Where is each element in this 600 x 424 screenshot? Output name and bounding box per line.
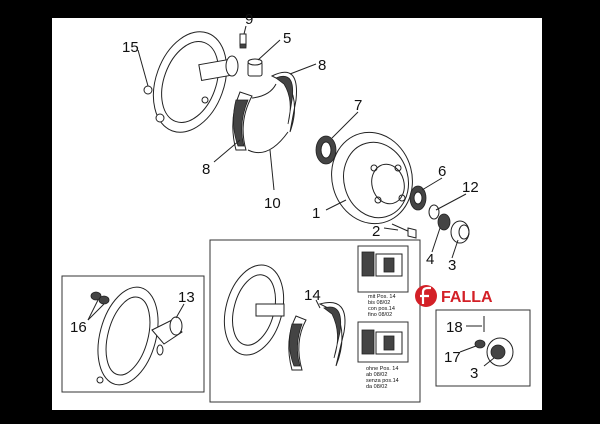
nut-17: [474, 339, 486, 349]
bolt-2: [391, 223, 417, 239]
backing-plate-top: [143, 31, 239, 133]
falla-logo: FALLA: [415, 285, 493, 307]
backing-plate-center: [223, 264, 285, 356]
svg-text:fino 08/02: fino 08/02: [368, 312, 392, 318]
hub-cap-3: [450, 220, 470, 244]
detail-box-center: [209, 239, 421, 403]
brake-shoe-lower-8: [232, 83, 289, 154]
falla-logo-text: FALLA: [441, 289, 493, 306]
callout-8-upper: 8: [318, 57, 326, 74]
callout-4: 4: [426, 251, 434, 268]
callout-9: 9: [245, 11, 253, 28]
svg-text:da 08/02: da 08/02: [366, 384, 387, 390]
inset-without-pos-14: [357, 321, 409, 363]
callout-14: 14: [304, 287, 321, 304]
svg-text:ohne Pos. 14: ohne Pos. 14: [366, 366, 398, 372]
wheel-cylinder-5: [247, 58, 263, 77]
svg-text:con pos.14: con pos.14: [368, 306, 395, 312]
note-with-pos-14: mit Pos. 14 bis 08/02 con pos.14 fino 08…: [368, 294, 396, 318]
svg-text:ab 08/02: ab 08/02: [366, 372, 387, 378]
bearing-6: [409, 185, 427, 211]
callout-18: 18: [446, 319, 463, 336]
svg-text:senza pos.14: senza pos.14: [366, 378, 399, 384]
brake-shoe-upper-8: [270, 71, 297, 133]
bearing-7: [315, 135, 337, 165]
callout-1: 1: [312, 205, 320, 222]
nuts-16: [90, 291, 110, 305]
pin-9: [239, 33, 247, 49]
callout-16: 16: [70, 319, 87, 336]
detail-box-right: [435, 309, 531, 387]
detail-box-left: [61, 275, 205, 393]
callout-8-lower: 8: [202, 161, 210, 178]
svg-text:bis 08/02: bis 08/02: [368, 300, 390, 306]
callout-3-top: 3: [448, 257, 456, 274]
brake-drum-1: [331, 131, 413, 225]
callout-13: 13: [178, 289, 195, 306]
callout-7: 7: [354, 97, 362, 114]
callout-15: 15: [122, 39, 139, 56]
nut-4: [437, 213, 451, 231]
leader-lines: [87, 25, 495, 367]
washer-12: [428, 204, 440, 220]
svg-text:mit Pos. 14: mit Pos. 14: [368, 294, 396, 300]
note-without-pos-14: ohne Pos. 14 ab 08/02 senza pos.14 da 08…: [366, 366, 399, 390]
spindle-13: [151, 316, 183, 356]
callout-12: 12: [462, 179, 479, 196]
callout-5: 5: [283, 30, 291, 47]
inset-with-pos-14: [357, 245, 409, 293]
callout-17: 17: [444, 349, 461, 366]
brake-shoes-14: [288, 302, 346, 371]
cap-3-detail: [486, 337, 514, 367]
backing-plate-left: [96, 286, 159, 386]
callout-3-detail: 3: [470, 365, 478, 382]
callout-6: 6: [438, 163, 446, 180]
callout-10: 10: [264, 195, 281, 212]
callout-2: 2: [372, 223, 380, 240]
